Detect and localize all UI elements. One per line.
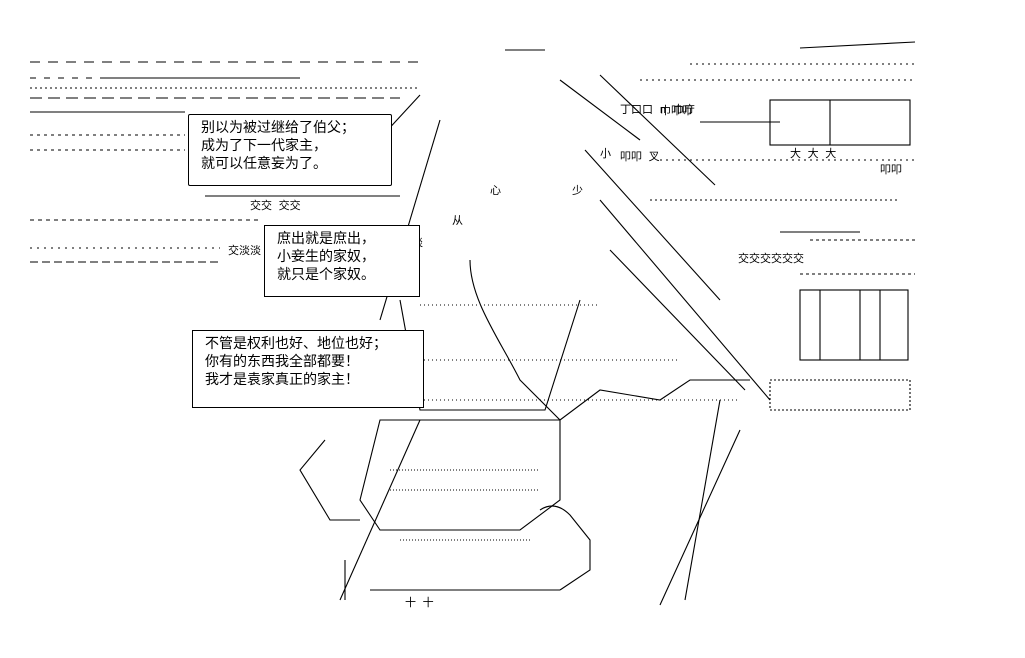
- bubble-line: 成为了下一代家主，: [201, 138, 327, 154]
- bubble-line: 不管是权利也好、地位也好；: [205, 336, 387, 352]
- art-text-7: 少: [572, 184, 583, 197]
- art-text-13: 十 十: [405, 596, 434, 609]
- speech-bubble-top: 别以为被过继给了伯父； 成为了下一代家主， 就可以任意妄为了。: [188, 114, 392, 186]
- art-text-12: 叩叩: [880, 163, 902, 176]
- speech-bubble-middle: 庶出就是庶出， 小妾生的家奴， 就只是个家奴。: [264, 225, 420, 297]
- art-text-6: 小: [600, 147, 611, 160]
- bubble-line: 我才是袁家真正的家主！: [205, 372, 359, 388]
- art-text-2: 交淡淡: [228, 244, 261, 257]
- art-text-14: 巾叩叩: [660, 104, 693, 117]
- speech-bubble-bottom: 不管是权利也好、地位也好； 你有的东西我全部都要！ 我才是袁家真正的家主！: [192, 330, 424, 408]
- art-text-9: 叩叩 叉: [620, 150, 660, 163]
- art-text-10: 丁口口 n 巾庁: [620, 103, 695, 116]
- art-text-8: 心: [490, 184, 501, 197]
- art-text-4: 交交交交交交: [738, 252, 804, 265]
- art-text-11: 大 大 大: [790, 147, 837, 160]
- bubble-line: 庶出就是庶出，: [277, 231, 375, 247]
- art-text-5: 从: [452, 214, 463, 227]
- bubble-line: 就只是个家奴。: [277, 267, 375, 283]
- bubble-line: 小妾生的家奴，: [277, 249, 375, 265]
- bubble-line: 就可以任意妄为了。: [201, 156, 327, 172]
- bubble-line: 别以为被过继给了伯父；: [201, 120, 355, 136]
- bubble-line: 你有的东西我全部都要！: [205, 354, 359, 370]
- art-text-1: 交交 交交: [250, 199, 301, 212]
